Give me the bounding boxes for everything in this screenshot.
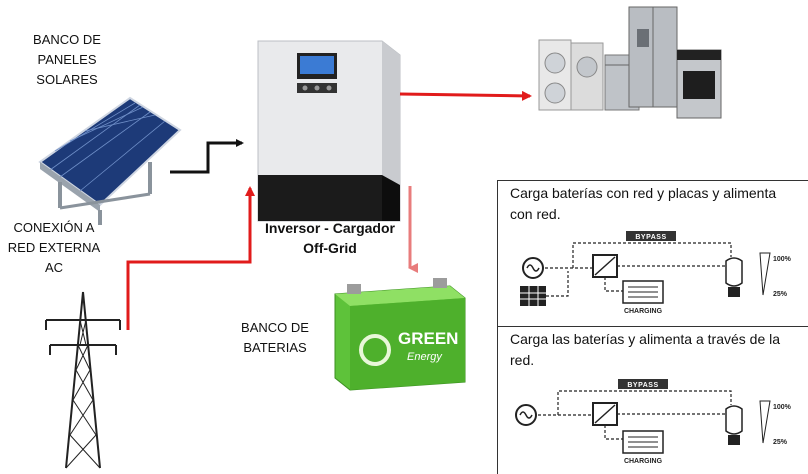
inverter-label: Inversor - Cargador Off-Grid bbox=[245, 218, 415, 258]
home-appliances-icon bbox=[538, 6, 722, 119]
mode2-section: Carga las baterías y alimenta a través d… bbox=[498, 327, 808, 474]
mode1-pct-high: 100% bbox=[773, 256, 792, 263]
mode1-flow-diagram: BYPASS CHARGING 100% 25% bbox=[520, 231, 792, 315]
mode2-bypass-badge bbox=[618, 379, 668, 389]
grid-label-line3: AC bbox=[44, 260, 64, 275]
mode1-charging-text: CHARGING bbox=[624, 308, 663, 315]
operation-modes-panel: Carga baterías con red y placas y alimen… bbox=[497, 180, 808, 474]
battery-bank-label-line1: BANCO DE bbox=[241, 320, 309, 335]
mode1-level-gauge bbox=[759, 252, 771, 296]
solar-bank-label-line3: SOLARES bbox=[36, 72, 98, 87]
solar-panel-icon bbox=[38, 96, 182, 225]
mode1-lamp-icon bbox=[725, 257, 743, 297]
grid-label-line1: CONEXIÓN A bbox=[13, 220, 95, 235]
mode2-pct-high: 100% bbox=[773, 404, 792, 411]
solar-to-inverter-arrow bbox=[170, 139, 244, 174]
mode2-caption: Carga las baterías y alimenta a través d… bbox=[510, 331, 781, 368]
grid-to-inverter-arrow bbox=[126, 186, 255, 330]
mode1-battery-charge-icon bbox=[622, 280, 664, 304]
battery-bank-label: BANCO DE BATERIAS bbox=[235, 318, 315, 358]
mode2-charging-text: CHARGING bbox=[624, 458, 663, 465]
solar-bank-label: BANCO DE PANELES SOLARES bbox=[22, 30, 112, 90]
battery-brand-line1: GREEN bbox=[398, 329, 458, 348]
mode1-caption: Carga baterías con red y placas y alimen… bbox=[510, 185, 777, 222]
battery-icon: GREEN Energy bbox=[334, 278, 466, 391]
solar-bank-label-line2: PANELES bbox=[37, 52, 97, 67]
battery-bank-label-line2: BATERIAS bbox=[243, 340, 307, 355]
panel-divider bbox=[498, 326, 808, 327]
mode2-lamp-icon bbox=[725, 405, 743, 445]
mode1-bypass-text: BYPASS bbox=[635, 234, 666, 241]
inverter-charger-icon bbox=[257, 40, 401, 222]
mode1-bypass-badge bbox=[626, 231, 676, 241]
ac-source-icon bbox=[522, 257, 544, 279]
mode2-flow-diagram: BYPASS CHARGING 100% 25% bbox=[515, 379, 792, 465]
mode1-pct-low: 25% bbox=[773, 291, 788, 298]
battery-brand-line2: Energy bbox=[407, 351, 443, 363]
grid-connection-label: CONEXIÓN A RED EXTERNA AC bbox=[2, 218, 106, 278]
grid-label-line2: RED EXTERNA bbox=[7, 240, 101, 255]
inverter-label-line2: Off-Grid bbox=[303, 240, 357, 256]
mode2-battery-charge-icon bbox=[622, 430, 664, 454]
solar-module-icon bbox=[520, 286, 546, 306]
mode2-pct-low: 25% bbox=[773, 439, 788, 446]
mode1-section: Carga baterías con red y placas y alimen… bbox=[498, 181, 808, 326]
solar-bank-label-line1: BANCO DE bbox=[33, 32, 101, 47]
mode2-level-gauge bbox=[759, 400, 771, 444]
ac-source-icon bbox=[515, 404, 537, 426]
inverter-to-appliances-arrow bbox=[399, 90, 532, 101]
inverter-label-line1: Inversor - Cargador bbox=[265, 220, 395, 236]
power-tower-icon bbox=[45, 291, 121, 469]
mode2-bypass-text: BYPASS bbox=[627, 382, 658, 389]
